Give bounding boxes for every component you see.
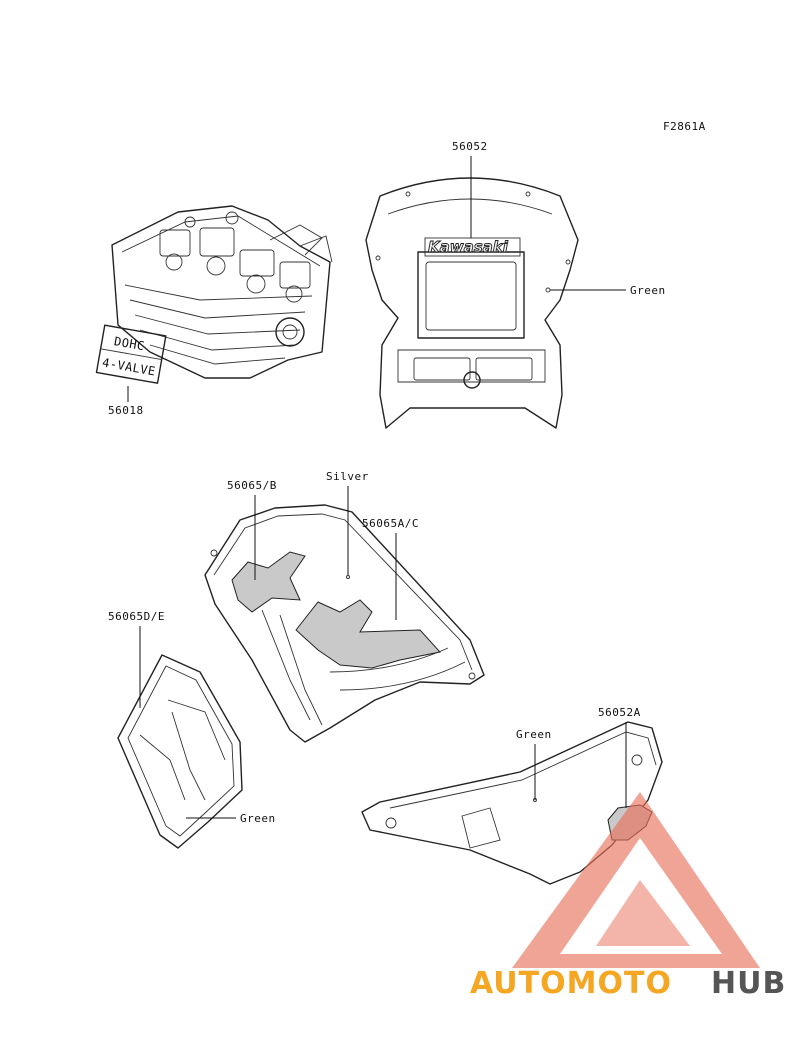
part-number-56018: 56018 <box>108 404 144 417</box>
color-note-green-fairing: Green <box>630 284 666 297</box>
watermark: AUTOMOTO HUB <box>470 792 786 1001</box>
fairing-drawing: Kawasaki <box>365 177 579 429</box>
part-number-56052: 56052 <box>452 140 488 153</box>
kawasaki-emblem: Kawasaki <box>428 238 509 256</box>
part-number-56065ac: 56065A/C <box>362 517 419 530</box>
watermark-logo-icon <box>512 792 760 968</box>
fuel-tank-drawing <box>204 504 485 743</box>
figure-code: F2861A <box>663 120 706 133</box>
cylinder-head-drawing <box>111 205 333 379</box>
color-note-green-lowercover: Green <box>516 728 552 741</box>
part-number-56052a: 56052A <box>598 706 641 719</box>
watermark-text-hub: HUB <box>711 966 786 1001</box>
decal-text-dohc: DOHC <box>113 334 146 353</box>
color-note-green-sidecover: Green <box>240 812 276 825</box>
color-note-silver: Silver <box>326 470 369 483</box>
part-number-56065de: 56065D/E <box>108 610 165 623</box>
side-cover-drawing <box>117 654 243 849</box>
part-number-56065b: 56065/B <box>227 479 277 492</box>
watermark-text-automoto: AUTOMOTO <box>470 966 672 1001</box>
